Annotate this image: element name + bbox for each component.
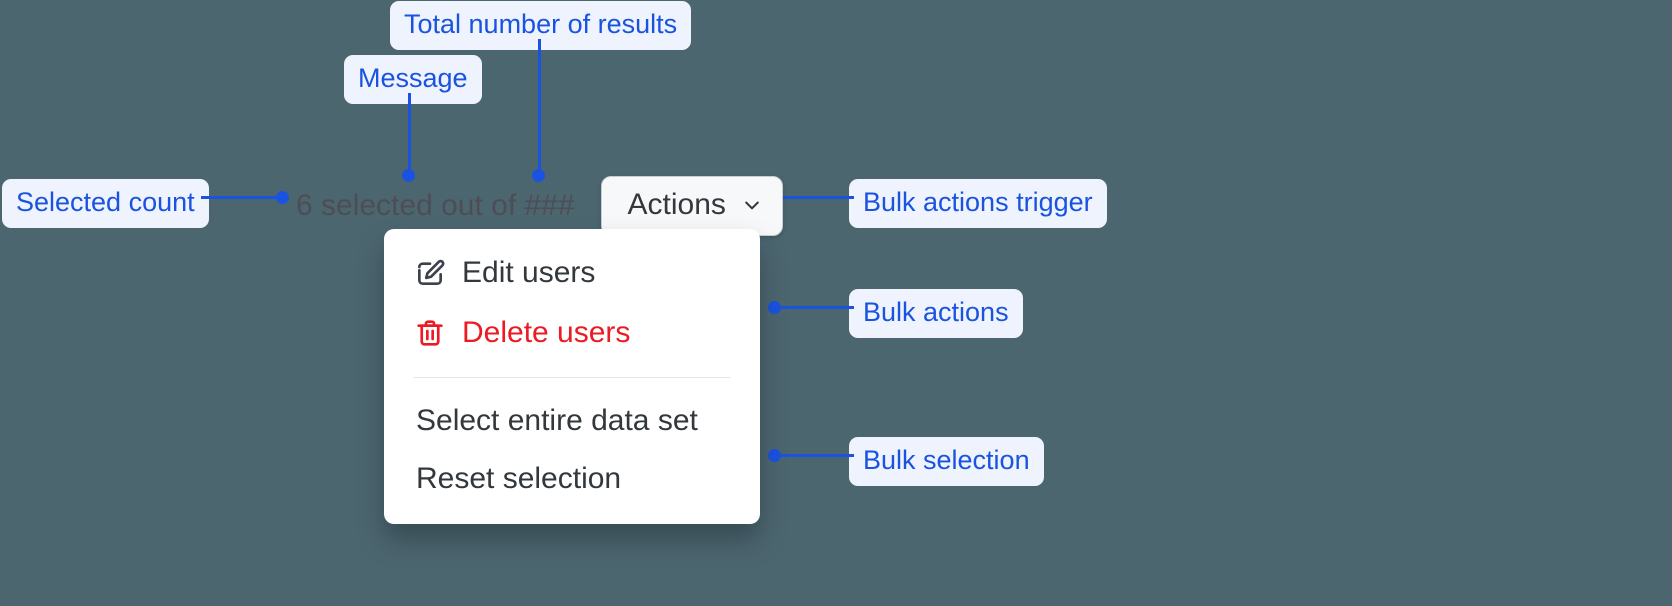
bulk-actions-dropdown-menu: Edit users Delete users Select entire da… [384, 229, 760, 524]
menu-item-reset-selection[interactable]: Reset selection [384, 450, 760, 508]
annotation-connector-selected-count [201, 196, 287, 199]
annotation-label-selected-count: Selected count [2, 179, 209, 228]
annotation-dot-selected-count [276, 191, 289, 204]
annotation-label-message: Message [344, 55, 482, 104]
bulk-actions-trigger-label: Actions [627, 188, 726, 221]
menu-item-edit-users[interactable]: Edit users [384, 243, 760, 303]
annotation-label-bulk-actions: Bulk actions [849, 289, 1023, 338]
menu-item-reset-selection-label: Reset selection [416, 462, 622, 495]
annotation-label-bulk-actions-trigger: Bulk actions trigger [849, 179, 1107, 228]
annotation-connector-bulk-actions [774, 306, 854, 309]
bulk-action-bar: 6 selected out of ### Actions [296, 176, 783, 236]
annotation-connector-message [408, 93, 411, 175]
menu-separator [414, 377, 730, 378]
menu-item-select-entire-data-set[interactable]: Select entire data set [384, 392, 760, 450]
selected-count-message: 6 selected out of ### [296, 189, 575, 222]
annotation-dot-message [402, 169, 415, 182]
annotation-dot-total-number-of-results [532, 169, 545, 182]
menu-item-delete-users[interactable]: Delete users [384, 303, 760, 363]
menu-item-delete-users-label: Delete users [462, 316, 631, 349]
annotation-label-bulk-selection: Bulk selection [849, 437, 1044, 486]
bulk-actions-trigger-button[interactable]: Actions [600, 176, 783, 236]
menu-item-edit-users-label: Edit users [462, 256, 596, 289]
edit-pencil-square-icon [414, 257, 446, 289]
annotation-connector-total-number-of-results [538, 39, 541, 175]
annotation-dot-bulk-actions [768, 301, 781, 314]
menu-item-select-entire-data-set-label: Select entire data set [416, 404, 698, 437]
trash-icon [414, 317, 446, 349]
annotation-connector-bulk-selection [774, 454, 854, 457]
chevron-down-icon [742, 195, 762, 215]
annotation-dot-bulk-selection [768, 449, 781, 462]
annotation-connector-bulk-actions-trigger [774, 196, 854, 199]
